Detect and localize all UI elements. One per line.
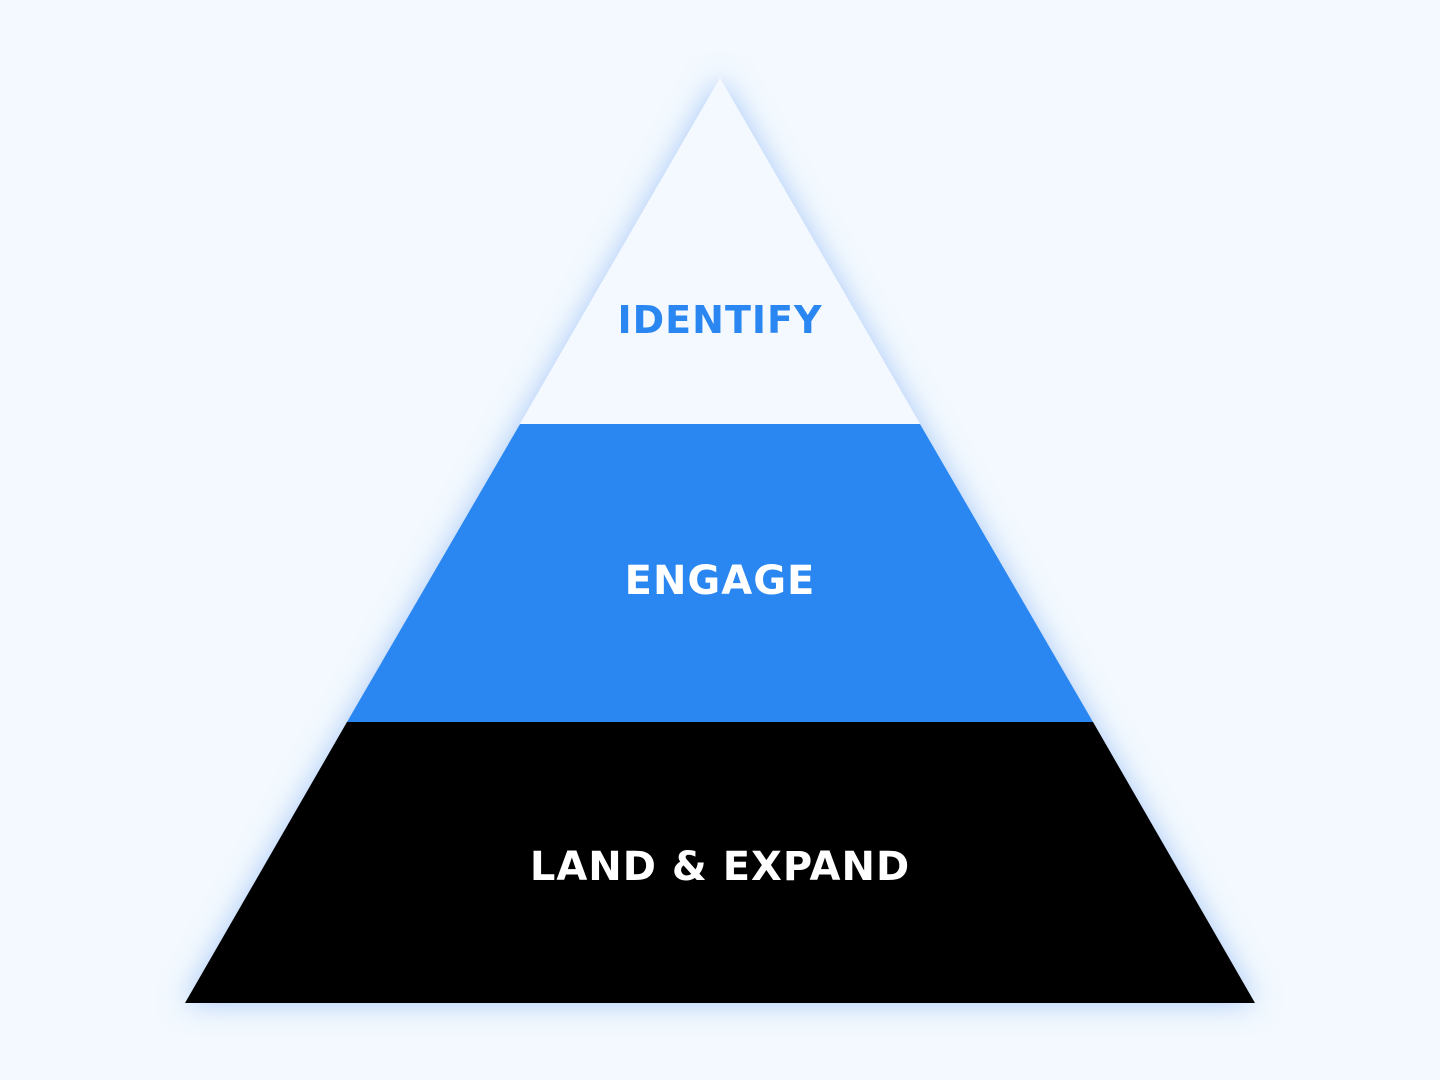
tier-engage-label: ENGAGE [625, 558, 816, 604]
tier-land-expand [185, 722, 1255, 1003]
tier-identify-label: IDENTIFY [618, 298, 823, 342]
tier-land-expand-label: LAND & EXPAND [530, 844, 910, 890]
tier-identify [520, 78, 920, 424]
tier-engage [347, 424, 1093, 722]
